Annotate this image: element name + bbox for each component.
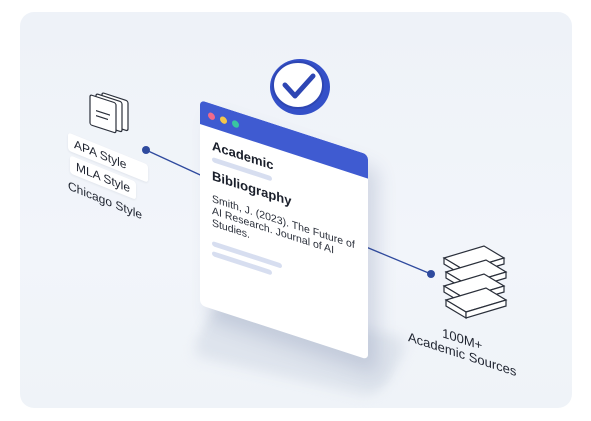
documents-stack-icon — [89, 92, 129, 134]
check-badge-icon — [270, 59, 330, 115]
left-connector-dot-start — [142, 146, 150, 154]
right-connector-dot-end — [427, 270, 435, 278]
book-stack-icon — [442, 245, 508, 320]
window-dot-green — [232, 118, 239, 129]
window-dot-red — [208, 111, 215, 121]
window-dot-yellow — [220, 114, 227, 125]
left-connector — [145, 149, 210, 180]
illustration-card: APA Style MLA Style Chicago Style Academ… — [20, 12, 572, 408]
